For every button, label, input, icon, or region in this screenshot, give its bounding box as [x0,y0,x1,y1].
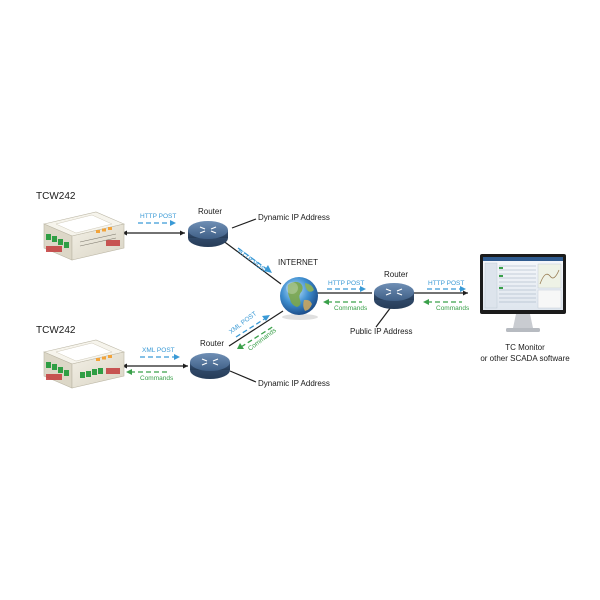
line-internet-bottom-router [228,310,284,347]
device-bottom [43,339,125,389]
router-right [374,283,414,309]
label-xml-post-bottom-device: XML POST [142,347,175,354]
status-leds [96,227,112,233]
router-bottom-label: Router [200,339,225,348]
arrowhead [183,363,188,369]
din-clip [106,368,120,374]
arrowhead [122,230,127,236]
router-bottom [190,353,230,379]
terminal-blocks [46,234,69,248]
protocol-arrows [130,222,462,373]
label-http-post-monitor: HTTP POST [428,280,465,287]
router-arrows-icon [199,226,217,234]
protocol-arrowheads [126,220,466,375]
router-top-ip-label: Dynamic IP Address [258,213,330,222]
label-http-post-top-device: HTTP POST [140,213,177,220]
label-commands-monitor: Commands [436,305,470,312]
router-top-label: Router [198,207,223,216]
arrowhead [180,230,185,236]
line-top-router-internet [221,239,282,285]
din-clip [106,240,120,246]
router-bottom-ip-label: Dynamic IP Address [258,379,330,388]
device-top [43,211,125,261]
status-leds [96,355,112,361]
arrowhead [463,290,468,296]
din-clip [46,246,62,252]
connection-lines [122,218,468,383]
router-arrows-icon [201,358,219,366]
router-arrows-icon [385,288,403,296]
din-clip [46,374,62,380]
router-top [188,221,228,247]
monitor-label-line2: or other SCADA software [480,354,570,363]
device-top-name: TCW242 [36,191,76,202]
monitor-icon [480,254,566,332]
arrow-http-post [237,247,269,271]
globe-icon [280,277,318,320]
internet-label: INTERNET [278,258,318,267]
arrow-commands [240,325,275,348]
line-router-dynamic-ip-bottom [229,370,257,383]
label-commands-internet: Commands [334,305,368,312]
arrowhead [122,363,127,369]
arrow-xml-post [235,317,267,338]
label-commands-bottom-device: Commands [140,375,174,382]
router-right-label: Router [384,270,409,279]
line-router-dynamic-ip-top [231,218,257,229]
label-http-post-internet: HTTP POST [328,280,365,287]
screen-table-lines [499,265,536,303]
terminal-blocks [46,362,103,378]
monitor-label-line1: TC Monitor [505,343,545,352]
device-bottom-name: TCW242 [36,325,76,336]
router-right-ip-label: Public IP Address [350,327,413,336]
